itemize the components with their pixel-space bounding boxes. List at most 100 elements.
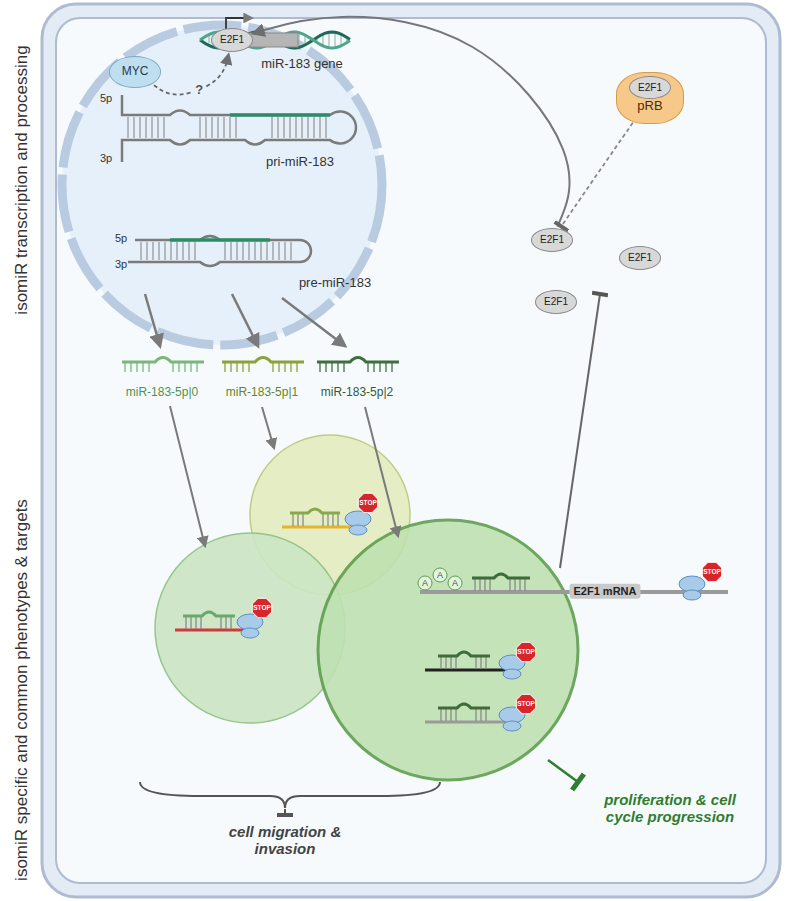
- base-pair: [188, 242, 189, 260]
- cell-membrane: [56, 18, 766, 883]
- stop-sign-text: STOP: [253, 604, 271, 611]
- connector: [561, 123, 632, 227]
- isomir-strand: [122, 358, 204, 363]
- mrna-strand: [425, 669, 508, 672]
- isomir-base: [184, 362, 185, 372]
- bound-mirna: [183, 612, 235, 616]
- node-text: E2F1: [544, 296, 568, 308]
- mrna-label: E2F1 mRNA: [570, 584, 641, 599]
- targeting-arrow: [170, 406, 205, 546]
- inhibition-line: [140, 294, 600, 815]
- poly-a-tail: [448, 576, 462, 590]
- node-text: E2F1: [628, 252, 652, 264]
- base-pair: [152, 242, 153, 260]
- stop-sign-text: STOP: [517, 700, 535, 707]
- protein-blob: E2F1: [211, 28, 253, 52]
- isomir-base: [242, 362, 243, 372]
- base-pair: [139, 117, 140, 138]
- base-pair: [163, 117, 164, 138]
- ribosome: [503, 721, 521, 731]
- bound-base: [479, 578, 480, 591]
- section-title: isomiR specific and common phenotypes & …: [12, 499, 32, 881]
- bound-base: [190, 616, 191, 629]
- base-pair: [235, 117, 236, 138]
- isomir-base: [172, 362, 173, 372]
- isomir-base: [142, 362, 143, 372]
- protein-blob: E2F1: [535, 290, 577, 314]
- isomir-base: [148, 362, 149, 372]
- isomir-base: [367, 362, 368, 372]
- dna-rung: [328, 32, 329, 48]
- inhibition-line: [284, 809, 286, 815]
- bound-base: [450, 656, 451, 669]
- base-pair: [272, 242, 273, 260]
- connector-label: ?: [193, 83, 205, 97]
- cell-membrane: [42, 4, 780, 897]
- bound-base: [480, 656, 481, 669]
- bound-base: [455, 708, 456, 721]
- bound-mirna: [472, 574, 530, 578]
- inhibition-line: [560, 294, 600, 568]
- bound-base: [297, 513, 298, 526]
- poly-a-letter: A: [422, 578, 428, 588]
- isomir-strand: [222, 358, 304, 363]
- base-pair: [133, 117, 134, 138]
- protein-blob: MYC: [109, 56, 162, 88]
- processing-arrow: [232, 294, 258, 346]
- base-pair: [194, 242, 195, 260]
- base-pair: [277, 117, 278, 138]
- protein-blob: E2F1: [531, 228, 573, 252]
- isomir-base: [248, 362, 249, 372]
- isomir-base: [325, 362, 326, 372]
- stop-sign: [516, 694, 535, 713]
- base-pair: [170, 242, 171, 260]
- base-pair: [146, 242, 147, 260]
- stop-sign-text: STOP: [703, 568, 721, 575]
- isomir-label: miR-183-5p|1: [226, 386, 298, 400]
- bound-base: [445, 656, 446, 669]
- bound-base: [302, 513, 303, 526]
- bound-mirna: [438, 652, 490, 656]
- ribosome: [503, 669, 521, 679]
- base-pair: [325, 117, 326, 138]
- bound-base: [195, 616, 196, 629]
- base-pair: [164, 242, 165, 260]
- ribosome: [241, 628, 259, 638]
- bound-base: [292, 513, 293, 526]
- base-pair: [307, 117, 308, 138]
- illustration-strokes: [122, 32, 722, 731]
- target-set-circle: [155, 533, 345, 723]
- strand-end: 3p: [100, 152, 112, 165]
- base-pair: [248, 242, 249, 260]
- strand-end: 3p: [115, 258, 127, 271]
- pri-mirna-hairpin: [230, 113, 330, 117]
- nucleus: [62, 25, 382, 345]
- node-text: E2F1: [220, 34, 244, 46]
- bound-mirna: [438, 704, 490, 708]
- isomir-base: [130, 362, 131, 372]
- pri-mirna-hairpin: [122, 95, 356, 162]
- pre-mirna-hairpin: [128, 236, 311, 266]
- bound-base: [489, 578, 490, 591]
- bound-base: [200, 616, 201, 629]
- node-text: pRB: [637, 99, 662, 114]
- bound-base: [220, 616, 221, 629]
- base-pair: [223, 117, 224, 138]
- bound-base: [337, 513, 338, 526]
- protein-blob: E2F1: [629, 76, 671, 100]
- base-pair: [319, 117, 320, 138]
- isomir-base: [236, 362, 237, 372]
- isomir-base: [124, 362, 125, 372]
- base-pair: [278, 242, 279, 260]
- bound-base: [185, 616, 186, 629]
- isomir-label: miR-183-5p|0: [126, 386, 198, 400]
- base-pair: [145, 117, 146, 138]
- base-pair: [205, 117, 206, 138]
- bound-base: [485, 656, 486, 669]
- gene-label: miR-183 gene: [261, 57, 343, 72]
- node-text: E2F1: [540, 234, 564, 246]
- inhibition-line: [548, 760, 578, 782]
- stop-sign: [358, 493, 377, 512]
- target-set-circle: [318, 520, 578, 780]
